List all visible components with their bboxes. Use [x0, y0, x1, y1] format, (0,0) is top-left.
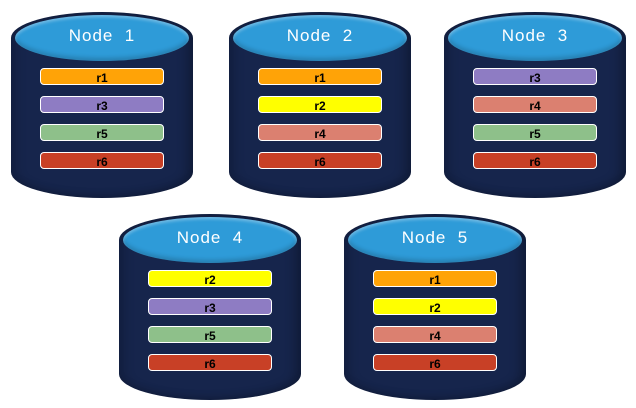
replica-bar: r3	[473, 68, 597, 85]
cylinder-top-ellipse	[448, 15, 622, 61]
node-2: Node 2 r1 r2 r4 r6	[229, 12, 411, 198]
replica-label: r1	[96, 71, 108, 85]
replica-label: r4	[529, 99, 541, 113]
node-4: Node 4 r2 r3 r5 r6	[119, 214, 301, 400]
replica-label: r2	[314, 99, 326, 113]
replica-label: r1	[314, 71, 326, 85]
replica-label: r6	[429, 357, 441, 371]
replica-list: r2 r3 r5 r6	[148, 270, 272, 382]
replica-bar: r3	[40, 96, 164, 113]
replica-label: r3	[204, 301, 216, 315]
node-label: Node 5	[401, 228, 469, 247]
replica-bar: r6	[373, 354, 497, 371]
replica-label: r2	[429, 301, 441, 315]
replica-label: r3	[96, 99, 108, 113]
replica-label: r3	[529, 71, 541, 85]
cylinder-top-ellipse	[233, 15, 407, 61]
replica-label: r5	[529, 127, 541, 141]
replica-bar: r5	[148, 326, 272, 343]
node-3: Node 3 r3 r4 r5 r6	[444, 12, 626, 198]
replica-label: r6	[529, 155, 541, 169]
node-1: Node 1 r1 r3 r5 r6	[11, 12, 193, 198]
node-5: Node 5 r1 r2 r4 r6	[344, 214, 526, 400]
replica-label: r2	[204, 273, 216, 287]
replica-bar: r5	[473, 124, 597, 141]
replica-label: r5	[96, 127, 108, 141]
replica-bar: r4	[258, 124, 382, 141]
replica-label: r6	[314, 155, 326, 169]
replica-bar: r6	[148, 354, 272, 371]
replica-bar: r2	[148, 270, 272, 287]
replica-list: r3 r4 r5 r6	[473, 68, 597, 180]
replica-label: r4	[314, 127, 326, 141]
replica-bar: r6	[258, 152, 382, 169]
replica-list: r1 r3 r5 r6	[40, 68, 164, 180]
replica-list: r1 r2 r4 r6	[258, 68, 382, 180]
replica-bar: r2	[373, 298, 497, 315]
replica-bar: r6	[40, 152, 164, 169]
replica-bar: r5	[40, 124, 164, 141]
replica-label: r1	[429, 273, 441, 287]
cylinder-top-ellipse	[15, 15, 189, 61]
replica-bar: r1	[373, 270, 497, 287]
node-label: Node 2	[286, 26, 354, 45]
node-label: Node 3	[501, 26, 569, 45]
replica-label: r6	[96, 155, 108, 169]
replica-bar: r2	[258, 96, 382, 113]
node-label: Node 1	[68, 26, 136, 45]
replica-label: r4	[429, 329, 441, 343]
node-label: Node 4	[176, 228, 244, 247]
replica-bar: r1	[258, 68, 382, 85]
replica-bar: r1	[40, 68, 164, 85]
replica-bar: r3	[148, 298, 272, 315]
replica-label: r5	[204, 329, 216, 343]
replica-bar: r4	[473, 96, 597, 113]
cylinder-top-ellipse	[348, 217, 522, 263]
replica-bar: r4	[373, 326, 497, 343]
replica-list: r1 r2 r4 r6	[373, 270, 497, 382]
replica-label: r6	[204, 357, 216, 371]
cylinder-top-ellipse	[123, 217, 297, 263]
replica-bar: r6	[473, 152, 597, 169]
